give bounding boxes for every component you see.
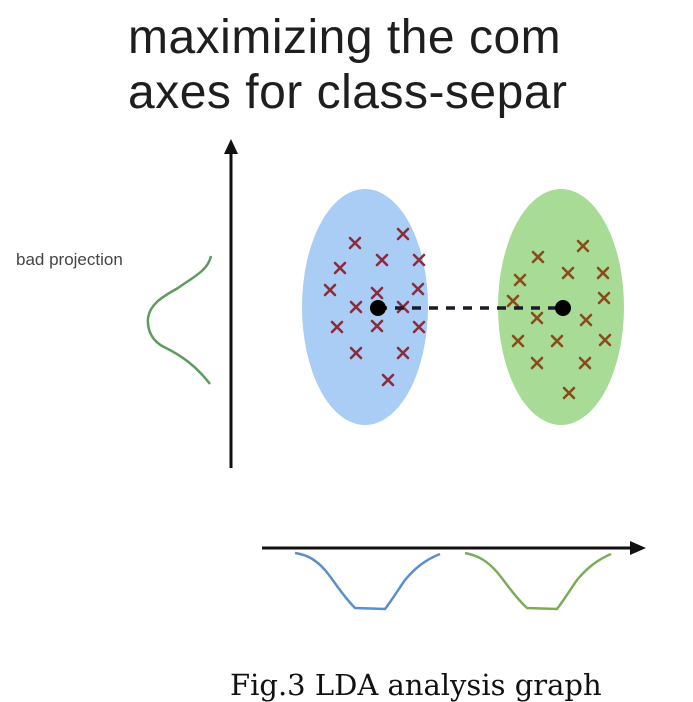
class-b-mean-point — [555, 300, 571, 316]
class-a-ellipse — [302, 189, 428, 425]
figure-caption: Fig.3 LDA analysis graph — [230, 668, 602, 702]
class-a-mean-point — [370, 300, 386, 316]
title-line-2: axes for class-separ — [128, 66, 568, 119]
bad-projection-curve — [146, 255, 213, 385]
title-line-1: maximizing the com — [128, 11, 562, 64]
class-a-projection-curve — [294, 551, 441, 611]
horizontal-axis-arrow-icon — [630, 541, 646, 555]
class-b-projection-curve — [464, 551, 612, 611]
bad-projection-label: bad projection — [16, 250, 123, 269]
class-b-points — [506, 239, 612, 400]
class-a-points — [323, 227, 426, 387]
vertical-axis-arrow-icon — [224, 139, 238, 154]
diagram-title: maximizing the com axes for class-separ — [128, 10, 568, 120]
